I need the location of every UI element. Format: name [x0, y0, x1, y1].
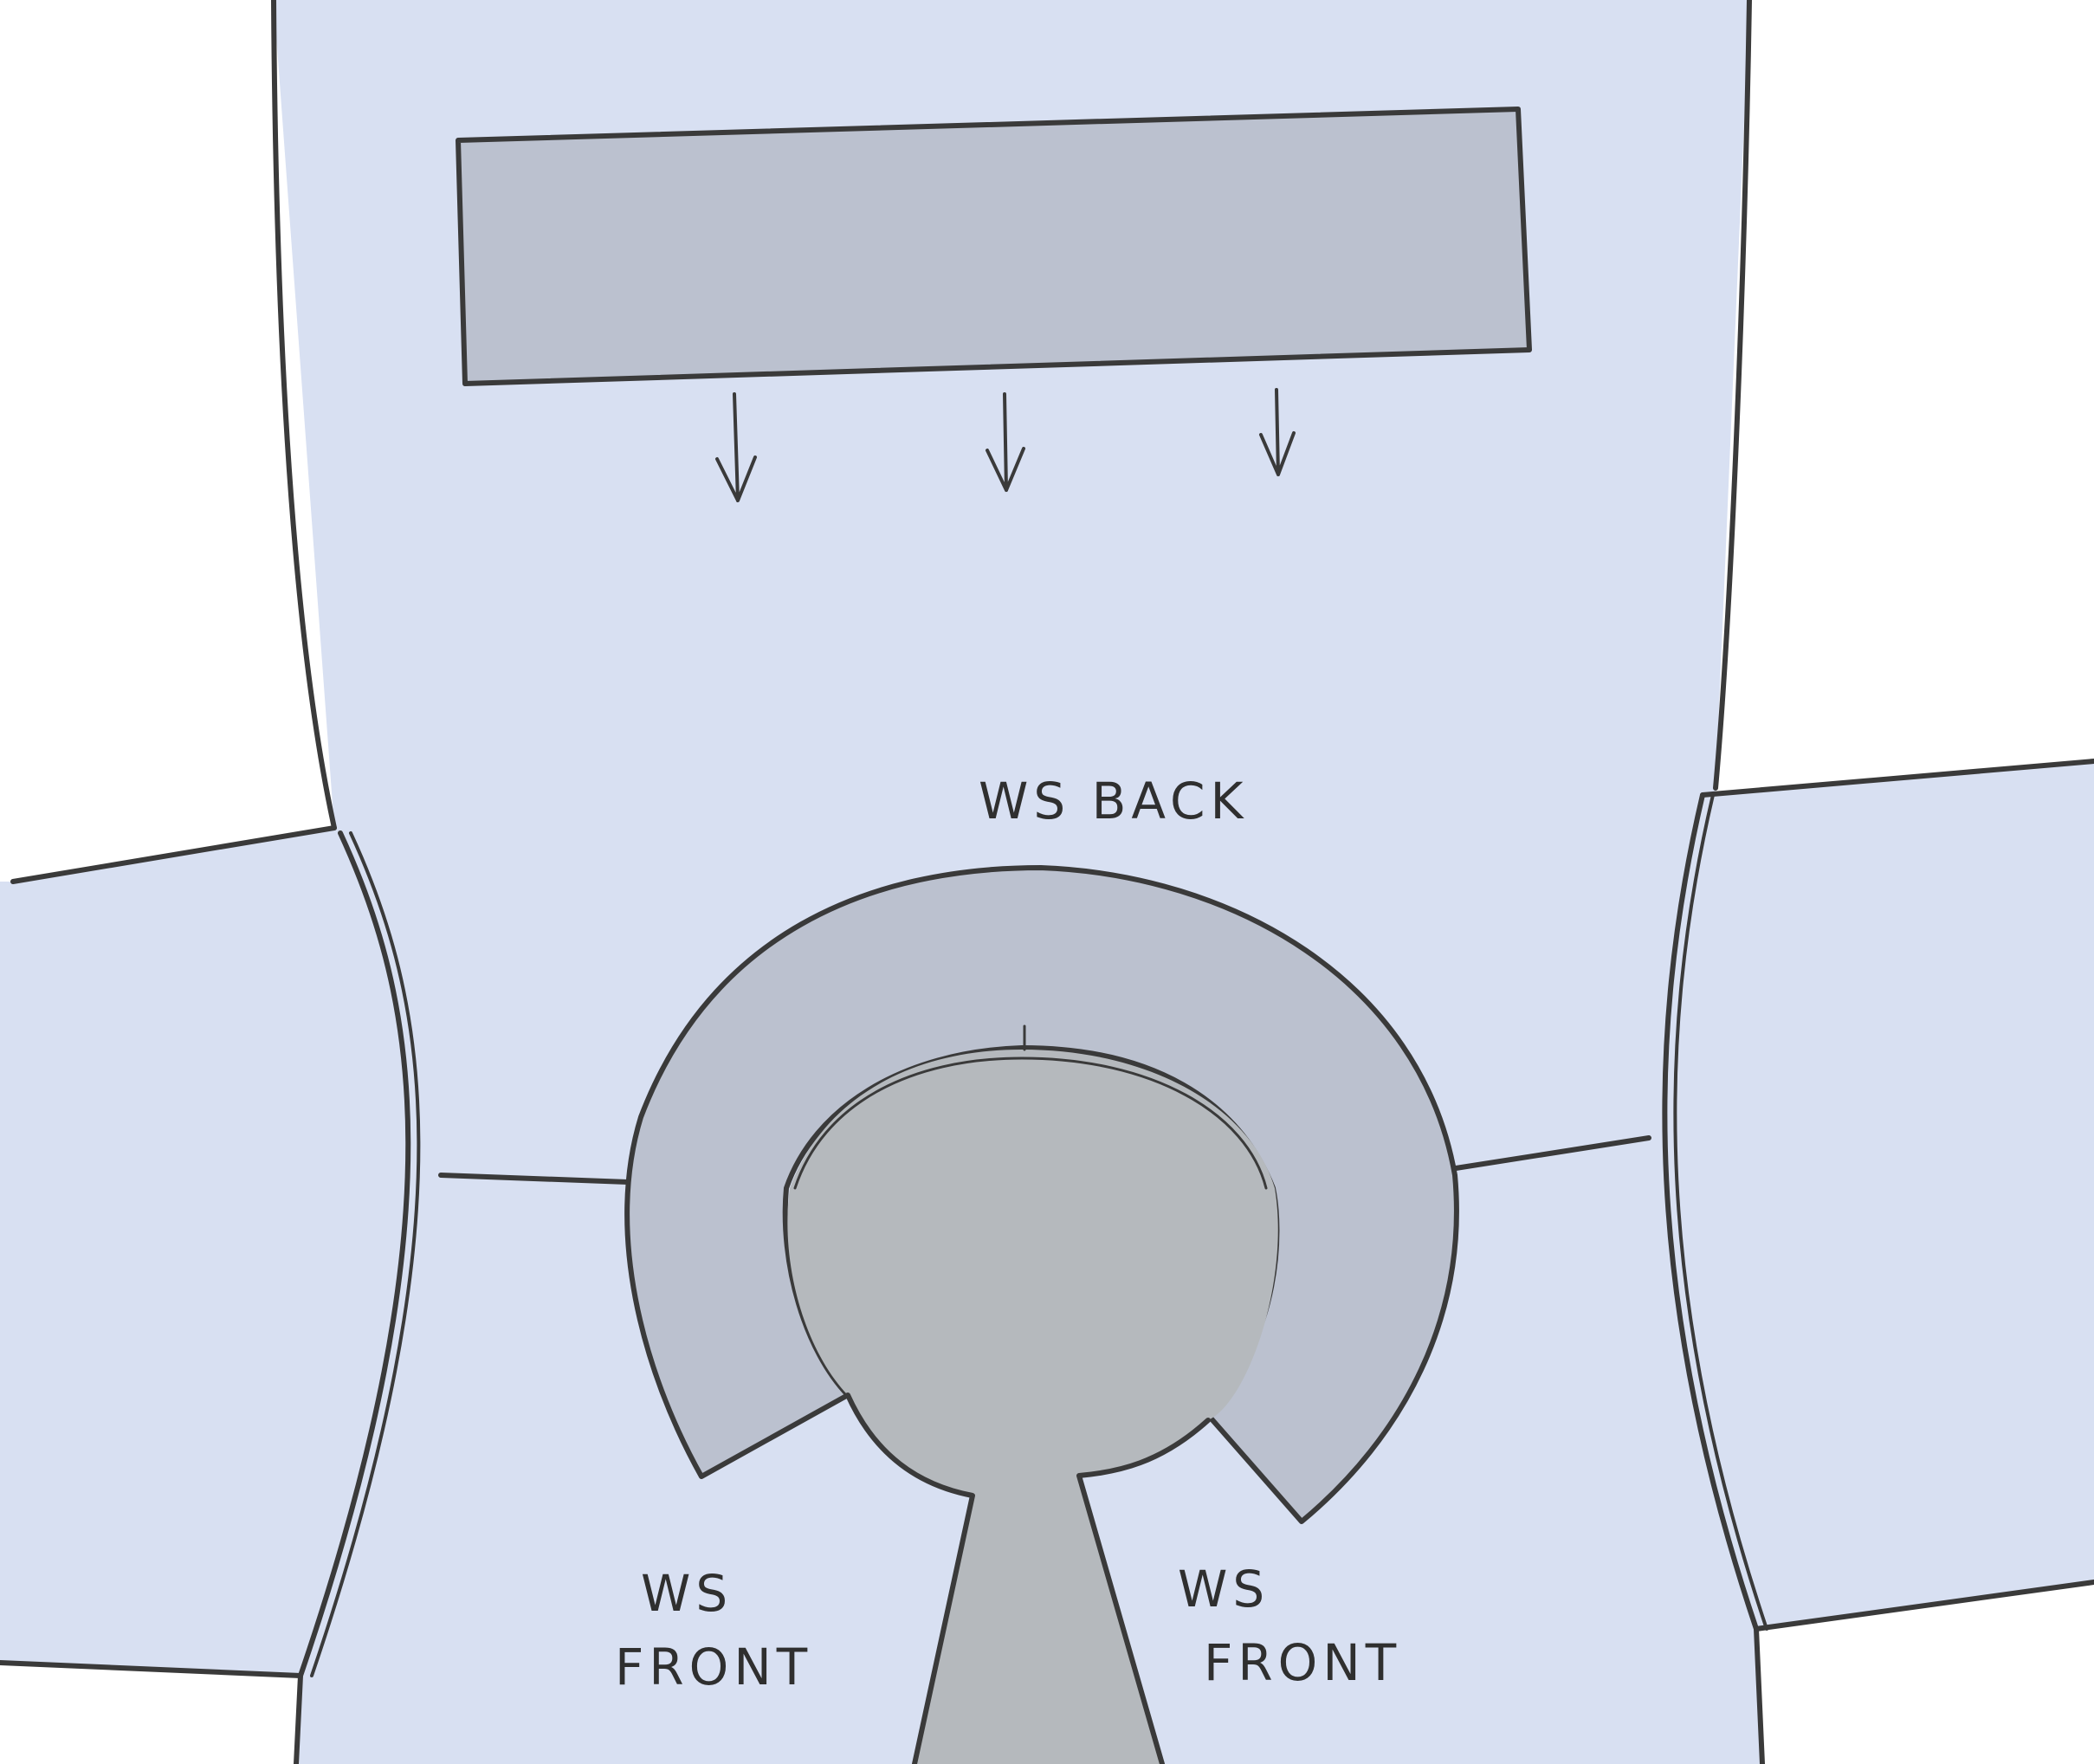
- head-edge: [793, 1056, 1268, 1190]
- right-wing-boundary-inner: [1673, 793, 1768, 1631]
- person-outline: [845, 1392, 1211, 1764]
- overhead-panel: [456, 107, 1532, 386]
- down-arrow-icon: [715, 392, 757, 502]
- ws-back-label: WS BACK: [979, 772, 1249, 830]
- right-connector-line: [1453, 1135, 1651, 1171]
- right-wing: [1664, 761, 2094, 1629]
- main-area-left-edge: [271, 0, 337, 830]
- left-connector-line: [438, 1173, 630, 1185]
- main-area-right-edge: [1713, 0, 1752, 791]
- down-arrow-icon: [1259, 388, 1296, 476]
- left-wing: [0, 828, 401, 1676]
- left-wing-bottom-edge: [0, 1660, 303, 1678]
- right-wing-bottom-edge: [1754, 1580, 2094, 1632]
- down-arrow-icon: [986, 392, 1025, 492]
- ws-front-right-label-line2: FRONT: [1204, 1633, 1401, 1692]
- ws-front-left-label-line2: FRONT: [615, 1638, 812, 1696]
- person-figure: [787, 1050, 1278, 1764]
- left-wing-boundary-inner: [310, 831, 421, 1677]
- ws-front-right-label-line1: WS: [1178, 1560, 1270, 1619]
- left-wing-boundary: [298, 830, 411, 1678]
- ws-front-left-label-line1: WS: [641, 1564, 733, 1623]
- main-area-bottom-right-edge: [1754, 1626, 1765, 1764]
- main-area-bottom-left-edge: [294, 1673, 303, 1764]
- left-wing-top-edge: [10, 825, 337, 884]
- right-wing-boundary: [1662, 792, 1759, 1632]
- right-wing-top-edge: [1700, 759, 2094, 798]
